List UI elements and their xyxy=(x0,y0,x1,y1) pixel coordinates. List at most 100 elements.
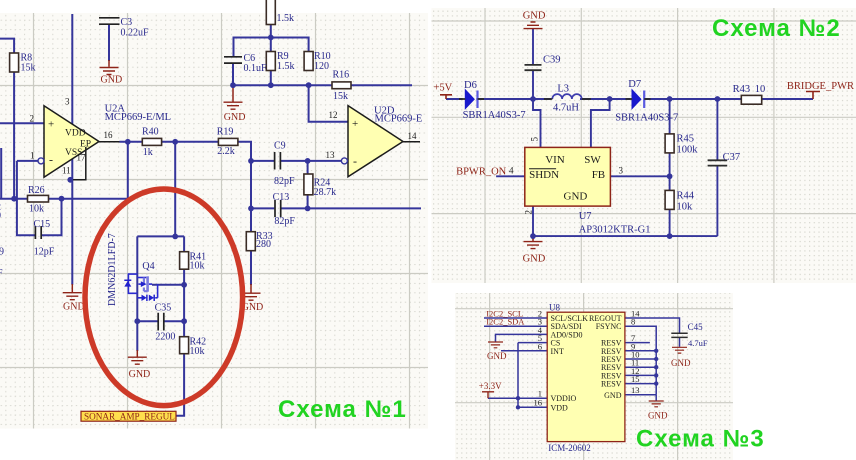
svg-text:2200: 2200 xyxy=(155,332,175,343)
svg-text:C39: C39 xyxy=(543,55,561,66)
svg-text:GND: GND xyxy=(224,112,246,123)
svg-text:R26: R26 xyxy=(28,185,45,196)
svg-text:8: 8 xyxy=(631,317,635,327)
svg-text:11: 11 xyxy=(631,358,639,368)
svg-text:U8: U8 xyxy=(549,303,560,313)
svg-text:U2A: U2A xyxy=(105,104,126,115)
svg-text:L3: L3 xyxy=(557,84,569,95)
svg-text:10k: 10k xyxy=(677,202,694,213)
svg-text:2.2k: 2.2k xyxy=(217,146,235,157)
svg-text:AP3012KTR-G1: AP3012KTR-G1 xyxy=(579,225,651,236)
svg-text:1: 1 xyxy=(538,389,542,399)
svg-text:EP: EP xyxy=(80,140,91,150)
svg-text:MCP669-E/ML: MCP669-E/ML xyxy=(105,112,172,123)
svg-text:GND: GND xyxy=(604,391,622,400)
svg-text:RESV: RESV xyxy=(601,339,622,348)
svg-text:10: 10 xyxy=(631,350,640,360)
svg-text:C45: C45 xyxy=(688,322,704,332)
svg-text:D6: D6 xyxy=(464,80,477,91)
svg-text:C9: C9 xyxy=(274,141,286,152)
svg-text:13: 13 xyxy=(631,385,640,395)
svg-text:2: 2 xyxy=(30,114,35,124)
svg-text:VDD: VDD xyxy=(65,129,86,139)
svg-text:14: 14 xyxy=(408,131,418,141)
svg-text:U7: U7 xyxy=(579,211,592,222)
svg-text:R33: R33 xyxy=(256,231,273,242)
svg-text:3: 3 xyxy=(538,317,542,327)
svg-text:DMN62D1LFD-7: DMN62D1LFD-7 xyxy=(107,233,118,306)
svg-text:Q4: Q4 xyxy=(142,261,154,272)
svg-text:12: 12 xyxy=(329,110,338,120)
svg-text:RESV: RESV xyxy=(601,363,622,372)
svg-text:5: 5 xyxy=(530,137,540,142)
svg-text:I2C2_SCL: I2C2_SCL xyxy=(486,309,523,319)
svg-text:VIN: VIN xyxy=(545,154,565,166)
svg-text:12pF: 12pF xyxy=(34,247,55,258)
svg-text:ICM-20602: ICM-20602 xyxy=(548,443,591,453)
svg-text:28.7k: 28.7k xyxy=(314,187,337,198)
svg-text:R9: R9 xyxy=(277,51,289,62)
svg-text:RESV: RESV xyxy=(601,347,622,356)
svg-text:16: 16 xyxy=(534,398,543,408)
svg-text:C37: C37 xyxy=(723,152,741,163)
svg-text:GND: GND xyxy=(242,302,264,313)
svg-text:15k: 15k xyxy=(333,91,348,102)
svg-text:REGOUT: REGOUT xyxy=(589,314,622,323)
svg-text:SDA/SDI: SDA/SDI xyxy=(551,322,582,331)
svg-text:GND: GND xyxy=(564,190,588,202)
svg-text:R16: R16 xyxy=(333,70,350,81)
svg-text:VDDIO: VDDIO xyxy=(551,394,577,403)
svg-text:AD0/SD0: AD0/SD0 xyxy=(551,330,583,339)
svg-text:5: 5 xyxy=(538,333,542,343)
svg-text:C6: C6 xyxy=(244,53,256,64)
svg-text:BRIDGE_PWR: BRIDGE_PWR xyxy=(787,81,854,92)
svg-text:C13: C13 xyxy=(273,192,290,203)
svg-text:4: 4 xyxy=(538,325,543,335)
svg-text:GND: GND xyxy=(101,75,123,86)
svg-text:19: 19 xyxy=(0,247,4,258)
svg-text:+: + xyxy=(352,118,358,130)
svg-text:14: 14 xyxy=(631,308,640,318)
svg-text:I2C2_SDA: I2C2_SDA xyxy=(486,317,525,327)
svg-text:R10: R10 xyxy=(314,51,331,62)
svg-text:1k: 1k xyxy=(143,147,153,158)
svg-text:R44: R44 xyxy=(677,191,695,202)
svg-text:RESV: RESV xyxy=(601,355,622,364)
svg-text:R19: R19 xyxy=(217,127,234,138)
svg-text:1.5k: 1.5k xyxy=(277,13,295,24)
svg-text:GND: GND xyxy=(648,411,668,421)
svg-text:11: 11 xyxy=(62,166,71,176)
svg-text:RESV: RESV xyxy=(601,380,622,389)
svg-text:R45: R45 xyxy=(677,134,695,145)
svg-text:+: + xyxy=(48,119,54,131)
svg-text:3: 3 xyxy=(619,166,624,176)
svg-text:SCL/SCLK: SCL/SCLK xyxy=(551,314,589,323)
svg-text:VSS: VSS xyxy=(65,148,82,158)
svg-text:15: 15 xyxy=(631,374,640,384)
svg-text:GND: GND xyxy=(487,351,507,361)
svg-text:GND: GND xyxy=(671,358,691,368)
svg-text:82pF: 82pF xyxy=(274,216,295,227)
svg-text:F: F xyxy=(0,268,3,279)
svg-text:2: 2 xyxy=(0,202,1,213)
svg-text:R42: R42 xyxy=(190,337,207,348)
svg-text:16: 16 xyxy=(104,130,114,140)
svg-text:+5V: +5V xyxy=(434,83,453,94)
svg-text:6: 6 xyxy=(538,341,542,351)
svg-text:10k: 10k xyxy=(29,204,44,215)
svg-text:7: 7 xyxy=(631,333,635,343)
svg-text:R24: R24 xyxy=(314,178,331,189)
svg-text:MCP669-E: MCP669-E xyxy=(375,114,423,125)
svg-text:-: - xyxy=(49,153,53,167)
svg-text:CS: CS xyxy=(551,339,561,348)
svg-text:SBR1A40S3-7: SBR1A40S3-7 xyxy=(463,110,526,121)
svg-text:13: 13 xyxy=(326,150,336,160)
svg-text:10: 10 xyxy=(755,84,766,95)
svg-text:100k: 100k xyxy=(677,145,699,156)
svg-text:Схема №1: Схема №1 xyxy=(278,396,407,423)
svg-text:12: 12 xyxy=(631,366,640,376)
svg-text:FSYNC: FSYNC xyxy=(596,322,622,331)
svg-text:0: 0 xyxy=(0,211,1,222)
svg-text:R40: R40 xyxy=(142,127,159,138)
svg-text:1.5k: 1.5k xyxy=(277,61,295,72)
